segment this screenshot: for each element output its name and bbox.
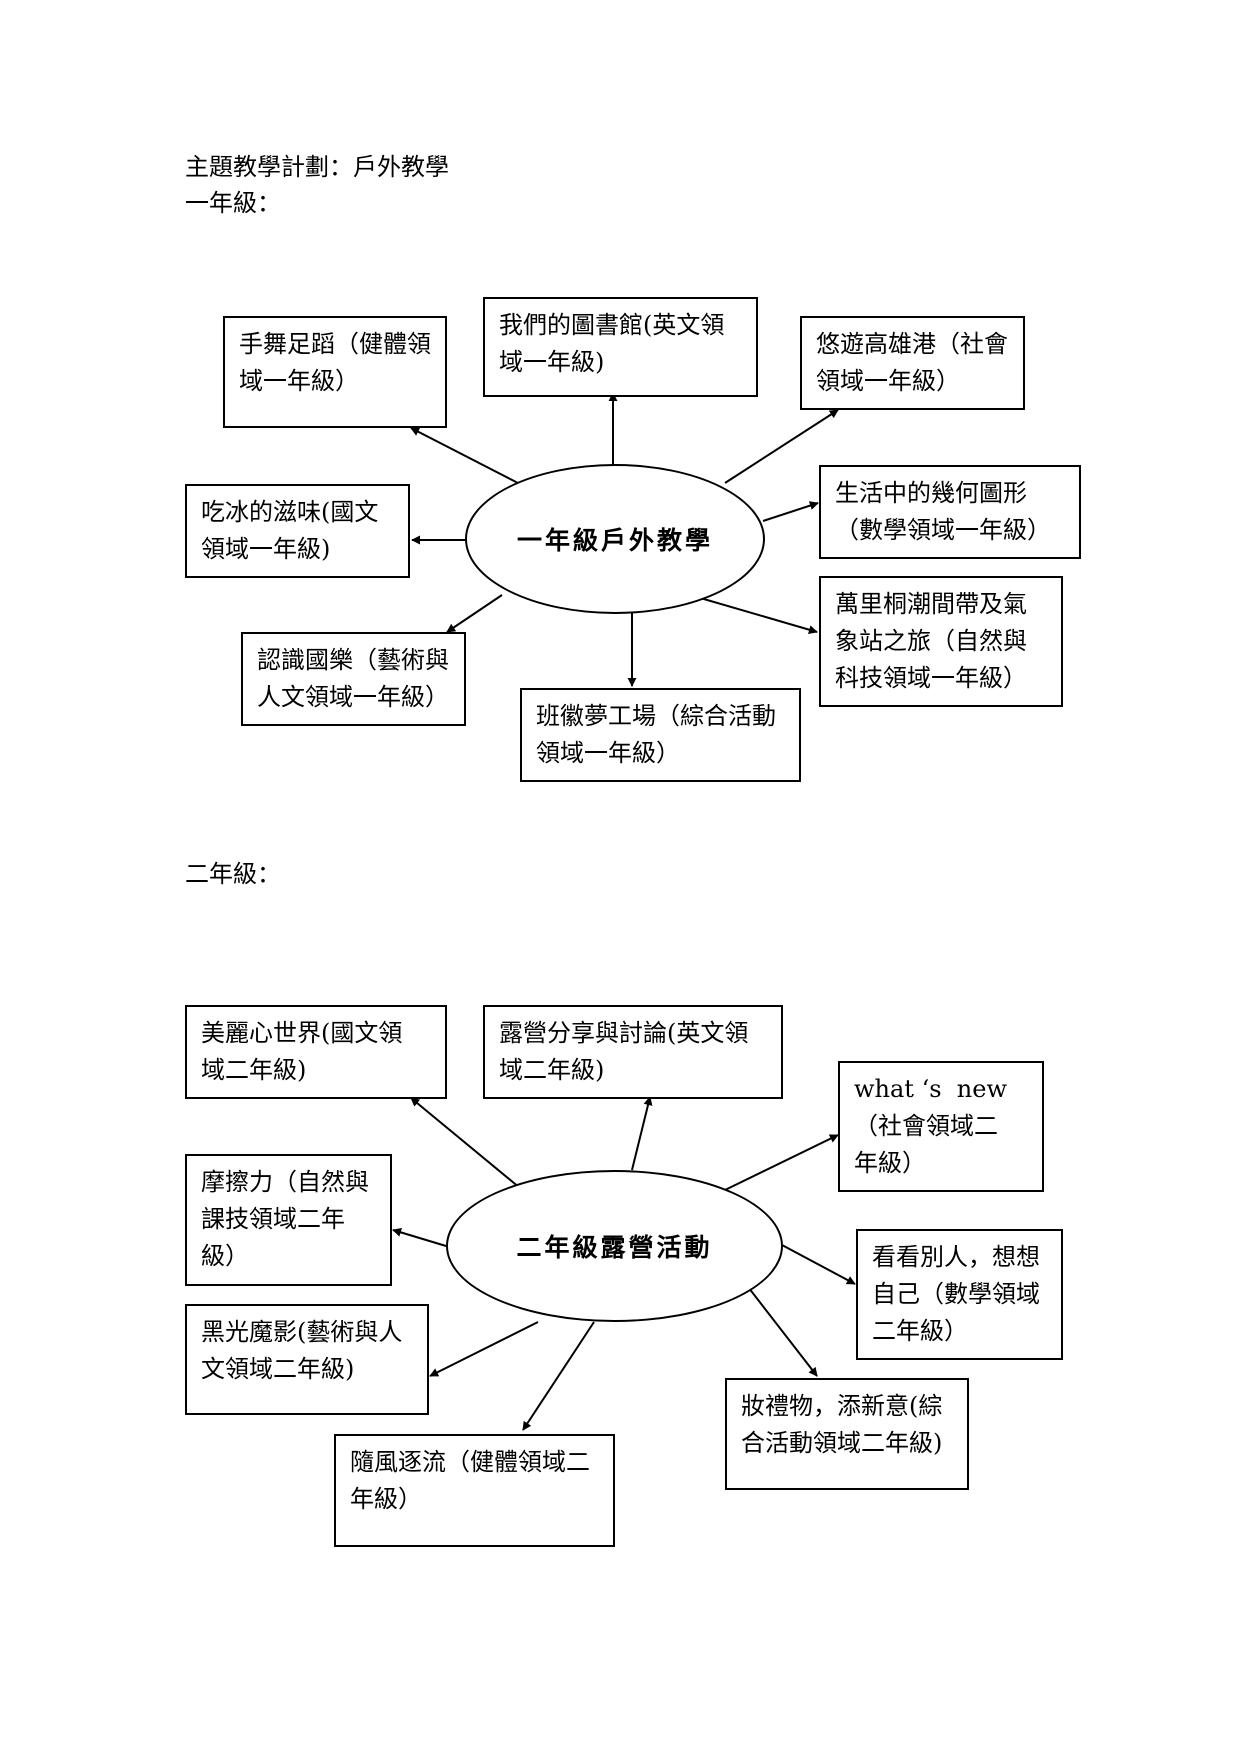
arrow-d1-b5 [762, 501, 819, 522]
activity-box: 摩擦力（自然與 課技領域二年 級） [185, 1154, 392, 1286]
activity-box: 認識國樂（藝術與 人文領域一年級） [241, 632, 466, 726]
box-line: 黑光魔影(藝術與人 [201, 1318, 403, 1346]
activity-box: 悠遊高雄港（社會 領域一年級） [800, 316, 1025, 410]
arrow-d2-b7 [522, 1321, 595, 1431]
box-line: 人文領域一年級） [257, 683, 449, 711]
grade2-heading: 二年級： [185, 860, 281, 888]
box-line: 領域一年級） [816, 367, 960, 395]
box-line: 年級） [854, 1149, 926, 1177]
box-line: （數學領域一年級） [835, 516, 1051, 544]
box-line: 隨風逐流（健體領域二 [350, 1448, 590, 1476]
grade1-heading: 一年級： [185, 189, 281, 217]
box-line: 象站之旅（自然與 [835, 627, 1027, 655]
activity-box: 萬里桐潮間帶及氣 象站之旅（自然與 科技領域一年級） [819, 576, 1063, 707]
arrow-d2-b2 [631, 1096, 653, 1171]
box-line: 手舞足蹈（健體領 [239, 330, 431, 358]
box-line: 合活動領域二年級) [741, 1429, 943, 1457]
box-line: 年級） [350, 1485, 422, 1513]
box-line: 二年級） [872, 1317, 968, 1345]
activity-box: 美麗心世界(國文領 域二年級) [185, 1005, 447, 1099]
arrow-d2-b4 [392, 1228, 447, 1247]
box-line: 妝禮物，添新意(綜 [741, 1392, 943, 1420]
box-line: 摩擦力（自然與 [201, 1168, 369, 1196]
activity-box: 班徽夢工場（綜合活動 領域一年級） [520, 688, 801, 782]
box-line: 科技領域一年級） [835, 664, 1027, 692]
arrow-d1-b8 [689, 594, 818, 635]
arrow-d2-b1 [410, 1097, 521, 1189]
activity-box: what ‘s new （社會領域二 年級） [838, 1061, 1044, 1192]
activity-box: 黑光魔影(藝術與人 文領域二年級) [185, 1304, 429, 1415]
box-line: 域一年級) [499, 348, 605, 376]
box-line: 露營分享與討論(英文領 [499, 1019, 749, 1047]
box-line: 悠遊高雄港（社會 [816, 330, 1008, 358]
activity-box: 生活中的幾何圖形 （數學領域一年級） [819, 465, 1081, 559]
arrow-d2-b8 [744, 1282, 818, 1377]
activity-box: 手舞足蹈（健體領 域一年級） [223, 316, 447, 428]
box-line: 領域一年級） [536, 739, 680, 767]
page-title: 主題教學計劃：戶外教學 [185, 153, 449, 181]
activity-box: 露營分享與討論(英文領 域二年級) [483, 1005, 783, 1099]
activity-box: 隨風逐流（健體領域二 年級） [334, 1434, 615, 1547]
box-line: 域一年級） [239, 367, 359, 395]
arrow-d1-b1 [410, 427, 519, 484]
box-line: 看看別人，想想 [872, 1243, 1040, 1271]
box-line: 我們的圖書館(英文領 [499, 311, 725, 339]
activity-box: 看看別人，想想 自己（數學領域 二年級） [856, 1229, 1063, 1360]
box-line: 認識國樂（藝術與 [257, 646, 449, 674]
activity-box: 我們的圖書館(英文領 域一年級) [483, 297, 758, 397]
box-line: 自己（數學領域 [872, 1280, 1040, 1308]
box-line: 領域一年級) [201, 535, 331, 563]
activity-box: 妝禮物，添新意(綜 合活動領域二年級) [725, 1378, 969, 1490]
arrow-d1-b6 [446, 594, 503, 633]
arrow-d1-b3 [724, 409, 839, 484]
box-line: 域二年級) [201, 1056, 307, 1084]
box-line: 萬里桐潮間帶及氣 [835, 590, 1027, 618]
arrow-d2-b5 [781, 1244, 856, 1285]
box-line: 吃冰的滋味(國文 [201, 498, 379, 526]
box-line: （社會領域二 [854, 1112, 998, 1140]
box-line: 生活中的幾何圖形 [835, 479, 1027, 507]
arrow-d2-b3 [724, 1134, 839, 1191]
box-line: 美麗心世界(國文領 [201, 1019, 403, 1047]
arrow-d2-b6 [429, 1321, 539, 1377]
box-line: 域二年級) [499, 1056, 605, 1084]
box-line: 級） [201, 1242, 249, 1270]
box-line: 課技領域二年 [201, 1205, 345, 1233]
box-line: 班徽夢工場（綜合活動 [536, 702, 776, 730]
activity-box: 吃冰的滋味(國文 領域一年級) [185, 484, 410, 578]
center-node-grade2: 二年級露營活動 [446, 1170, 783, 1322]
box-line: what ‘s new [854, 1075, 1007, 1103]
box-line: 文領域二年級) [201, 1355, 355, 1383]
center-node-grade1: 一年級戶外教學 [465, 464, 765, 614]
